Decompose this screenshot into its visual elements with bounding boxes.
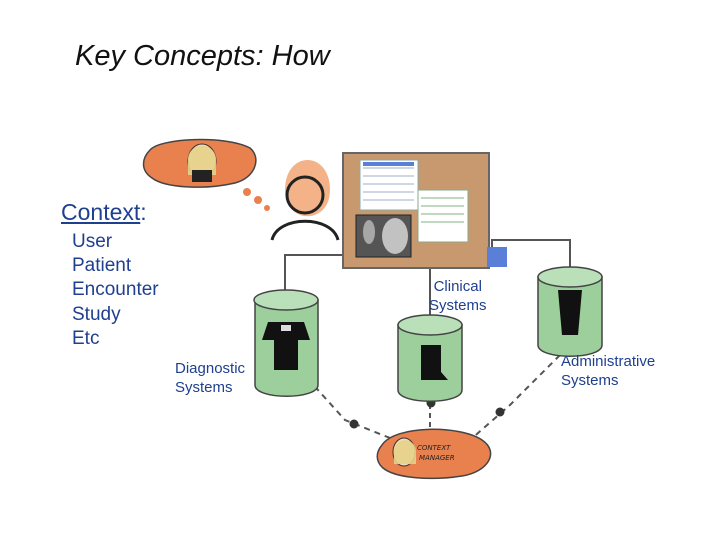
context-item-user: User (72, 231, 113, 252)
context-manager-line2: MANAGER (419, 454, 455, 462)
context-item-study: Study (72, 303, 121, 325)
context-item-etc: Etc (72, 327, 100, 349)
blue-square-icon (487, 247, 507, 267)
administrative-system-cylinder-icon (537, 266, 603, 357)
connector-icon (349, 419, 359, 429)
admin-label-line1: Administrative (561, 353, 656, 370)
context-item-encounter: Encounter (72, 279, 159, 301)
bulletin-board-icon (342, 152, 507, 269)
administrative-systems-label: Administrative Systems (561, 352, 655, 390)
connectors (349, 398, 505, 429)
context-manager-icon: CONTEXT MANAGER (376, 428, 492, 480)
user-thought-bubble-icon (142, 138, 270, 211)
context-link[interactable]: Context (61, 199, 141, 225)
context-manager-line1: CONTEXT (417, 444, 451, 452)
page-title: Key Concepts: How (75, 40, 330, 72)
clinical-systems-label: Clinical Systems (429, 277, 487, 315)
context-heading: Context: (61, 199, 147, 226)
context-item-patient: Patient (72, 255, 132, 277)
clinical-label-line1: Clinical (433, 278, 482, 295)
diagnostic-label-line2: Systems (175, 379, 233, 396)
context-colon: : (140, 199, 147, 225)
line-diagnostic-board (284, 254, 343, 290)
clinical-label-line2: Systems (429, 297, 487, 314)
diagnostic-system-cylinder-icon (253, 289, 319, 397)
context-list: User Patient Encounter Study Etc (72, 230, 159, 351)
connector-icon (495, 407, 505, 417)
admin-label-line2: Systems (561, 372, 619, 389)
line-board-admin (491, 239, 571, 270)
user-icon (270, 160, 340, 241)
diagnostic-systems-label: Diagnostic Systems (175, 359, 245, 397)
diagnostic-label-line1: Diagnostic (175, 360, 246, 377)
line-admin-manager (469, 354, 561, 441)
clinical-system-cylinder-icon (397, 314, 463, 402)
